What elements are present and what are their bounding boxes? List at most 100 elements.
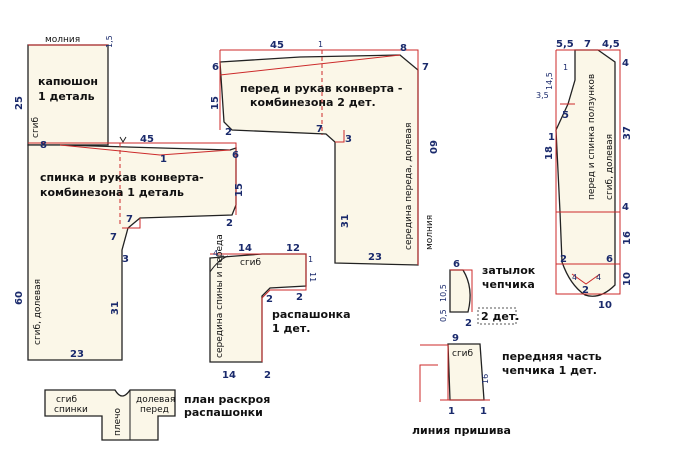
romp-dim-16: 16	[622, 231, 633, 245]
layout-grain-label: долевая	[136, 395, 175, 405]
hood-piece: молния 1,5 25 капюшон 1 деталь сгиб	[14, 35, 114, 146]
layout-outline	[44, 389, 176, 441]
front-piece: 45 1 8 6 7 15 2 7 3 перед и рукав конвер…	[210, 40, 438, 266]
romp-dim-2a: 2	[560, 254, 567, 265]
front-dim-6: 6	[212, 62, 219, 73]
capb-count: 2 дет.	[481, 310, 519, 323]
rasp-label-2: 1 дет.	[272, 322, 310, 335]
cap-front-piece: 9 сгиб 16 1 1 передняя часть чепчика 1 д…	[412, 333, 602, 437]
capf-label-1: передняя часть	[502, 350, 602, 363]
raspashonka-red-guide	[210, 253, 307, 362]
front-dim-8: 8	[400, 43, 407, 54]
front-red-guide	[220, 49, 419, 265]
front-dim-31: 31	[340, 214, 351, 228]
hood-label-2: 1 деталь	[38, 90, 95, 103]
back-dim-3: 3	[122, 254, 129, 265]
romp-dim-10: 10	[622, 272, 633, 286]
front-dim-23: 23	[368, 252, 382, 263]
front-dim-45: 45	[270, 40, 284, 51]
hood-fold-label: сгиб	[31, 116, 41, 138]
capf-dim-16: 16	[481, 374, 490, 384]
capf-label-2: чепчика 1 дет.	[502, 364, 597, 377]
rasp-dim-2c: 2	[264, 370, 271, 381]
romp-dim-45: 4,5	[602, 39, 620, 50]
romp-dim-145: 14,5	[545, 72, 554, 90]
hood-label-1: капюшон	[38, 75, 98, 88]
romp-dim-35: 3,5	[536, 91, 549, 100]
back-dim-60: 60	[14, 291, 25, 305]
layout-front-label: перед	[140, 405, 169, 415]
romp-label: перед и спинка ползунков	[587, 74, 597, 200]
raspashonka-neck	[209, 255, 229, 273]
rompers-red-frame	[555, 49, 621, 295]
front-dim-7top: 7	[422, 62, 429, 73]
back-label-2: комбинезона 1 деталь	[40, 186, 184, 199]
capf-seam-label: линия пришива	[412, 424, 511, 437]
back-shoulder-line	[59, 144, 231, 156]
cap-back-red-guide	[450, 269, 473, 312]
back-dim-6: 6	[232, 150, 239, 161]
front-armpit-guide	[335, 130, 345, 143]
hood-dim-left: 25	[14, 96, 25, 110]
hood-outline	[27, 44, 109, 146]
romp-dim-2b: 2	[582, 285, 589, 296]
raspashonka-outline	[209, 253, 307, 363]
front-shoulder-line	[219, 54, 401, 76]
rasp-dim-11: 11	[308, 272, 317, 282]
romp-dim-1: 1	[563, 63, 568, 72]
cap-back-piece: 6 10,5 0,5 2 затылок чепчика 2 дет.	[439, 259, 536, 329]
rasp-dim-14top: 14	[238, 243, 252, 254]
capf-dim-9: 9	[452, 333, 459, 344]
romp-dim-10b: 10	[598, 300, 612, 311]
front-label-2: комбинезона 2 дет.	[250, 96, 376, 109]
front-dim-7: 7	[316, 124, 323, 135]
back-armpit-guide	[122, 218, 141, 229]
layout-plan: сгиб спинки долевая перед плечо план рас…	[44, 389, 270, 441]
layout-back-label: спинки	[54, 405, 88, 415]
capf-dim-1a: 1	[448, 406, 455, 417]
front-dim-2: 2	[225, 127, 232, 138]
back-fold-label: сгиб, долевая	[33, 279, 43, 345]
back-outline	[27, 144, 237, 361]
rompers-piece: 5,5 7 4,5 4 14,5 1 3,5 5 1 37 18 перед и…	[536, 39, 633, 311]
romp-dim-4d: 4	[596, 273, 601, 282]
back-dim-7b: 7	[110, 232, 117, 243]
romp-dim-4c: 4	[572, 273, 577, 282]
front-zipper-label: молния	[425, 215, 435, 250]
romp-dim-5: 5	[562, 110, 569, 121]
layout-shoulder-label: плечо	[113, 408, 123, 436]
back-dim-31: 31	[110, 301, 121, 315]
back-dim-2: 2	[226, 218, 233, 229]
front-dim-1: 1	[318, 40, 323, 49]
romp-dim-1b: 1	[548, 132, 555, 143]
rasp-dim-4: 4	[213, 249, 218, 258]
romp-dim-4b: 4	[622, 202, 629, 213]
capb-dim-105: 10,5	[439, 284, 448, 302]
hood-dim-top: 1,5	[105, 35, 114, 48]
hood-zipper-label: молния	[45, 35, 80, 45]
raspashonka-piece: 14 12 4 сгиб 1 11 2 2 распашонка 1 дет. …	[209, 234, 351, 381]
capb-count-box	[477, 307, 517, 325]
back-dim-23: 23	[70, 349, 84, 360]
back-dim-45: 45	[140, 134, 154, 145]
layout-title-1: план раскроя	[184, 393, 270, 406]
romp-dim-18: 18	[544, 146, 555, 160]
romp-dim-37: 37	[622, 126, 633, 140]
capf-fold-label: сгиб	[452, 349, 474, 359]
front-dim-3: 3	[345, 134, 352, 145]
front-outline	[219, 54, 419, 266]
romp-dim-7: 7	[584, 39, 591, 50]
cap-front-red-guide-2	[419, 364, 438, 402]
front-dim-15: 15	[210, 96, 221, 110]
rasp-label-1: распашонка	[272, 308, 351, 321]
front-label-1: перед и рукав конверта -	[240, 82, 402, 95]
cap-front-red-guide-left	[420, 344, 449, 400]
capf-dim-1b: 1	[480, 406, 487, 417]
capb-label-1: затылок	[482, 264, 536, 277]
back-dim-1: 1	[160, 154, 167, 165]
back-dim-7a: 7	[126, 214, 133, 225]
back-dim-15: 15	[234, 183, 245, 197]
capb-label-2: чепчика	[482, 278, 535, 291]
